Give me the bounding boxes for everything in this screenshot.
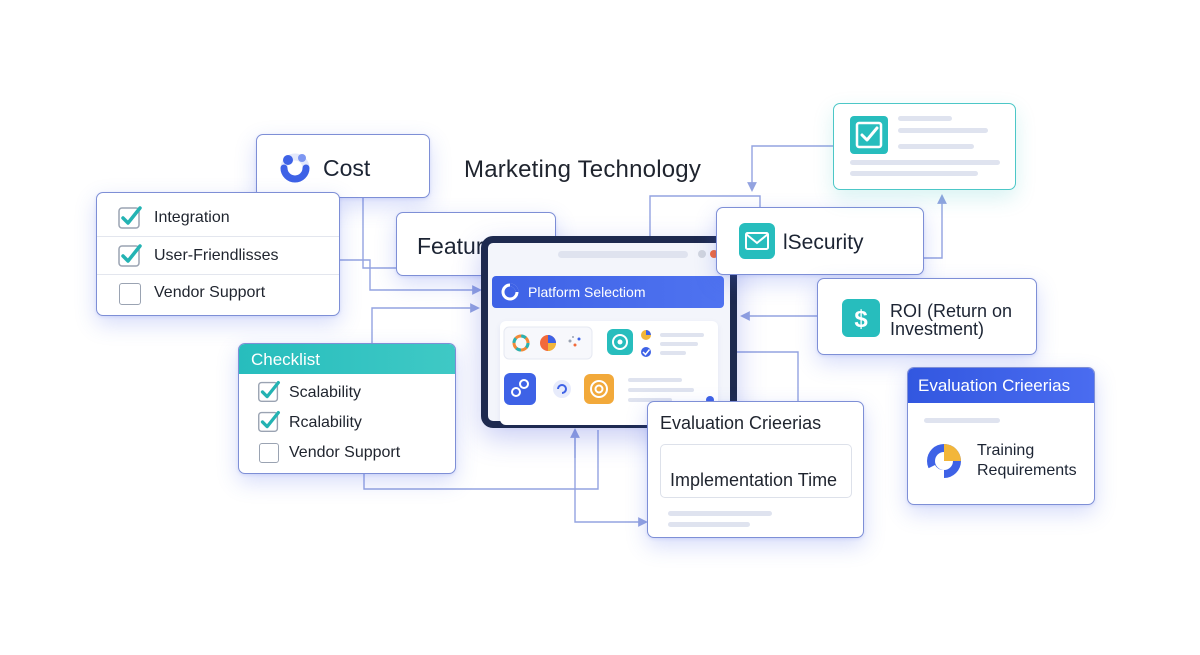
connector-laptop-eval-right [737,351,799,401]
pie-chart-icon [927,444,961,479]
platform-selection-bar[interactable]: Platform Selectiom [492,276,724,308]
criteria-item-user-friendliness[interactable]: User-Friendlisses [97,237,339,275]
refresh-icon [553,380,571,398]
checklist-item-scalability[interactable]: Scalability [239,379,455,409]
criteria-list-card: Integration User-Friendlisses Vendor Sup… [96,192,340,316]
placeholder-line [668,522,750,527]
doc-line [898,116,952,121]
implementation-time-label: Implementation Time [670,470,838,490]
connector-checklist-platform [371,303,480,343]
badge-tile-icon [584,374,614,404]
dollar-icon: $ [842,299,880,337]
doc-line [898,144,974,149]
sparkle-icon [568,336,581,347]
roi-label-line1: ROI (Return on [890,301,1013,321]
criteria-item-integration[interactable]: Integration [97,199,339,237]
checkbox-icon [850,116,888,154]
evaluation-criteria-card: Evaluation Crieerias Implementation Time [647,401,864,538]
connector-doc-security [747,145,833,192]
check-icon [258,410,280,432]
checklist-item-label: Scalability [289,384,362,401]
email-icon [739,223,775,259]
doc-line [850,160,1000,165]
connector-security-doc [924,194,947,259]
checklist-card: Checklist Scalability Rcalability Vendor… [238,343,456,474]
doc-line [850,171,978,176]
app-tiles [503,326,714,405]
security-label: lSecurity [783,231,864,254]
check-icon [118,244,142,267]
checklist-item-label: Rcalability [289,414,362,431]
cost-card: Cost [256,134,430,198]
evaluation-criteria-card-right: Evaluation Crieerias Training Requiremen… [907,367,1095,505]
security-card: lSecurity [716,207,924,275]
checklist-title: Checklist [251,350,320,369]
evaluation-criteria-title: Evaluation Crieerias [918,376,1071,395]
roi-card: $ ROI (Return on Investment) [817,278,1037,355]
check-icon [258,380,280,402]
connector-laptop-eval [574,430,648,527]
checklist-item-label: Vendor Support [289,444,401,461]
platform-selection-label: Platform Selectiom [528,284,646,300]
placeholder-line [924,418,1000,423]
cost-donut-icon [280,153,310,183]
criteria-item-label: Integration [154,209,230,226]
color-wheel-icon [540,335,556,351]
window-dot [710,250,718,258]
platform-ring-icon [501,283,519,301]
criteria-item-label: User-Friendlisses [154,247,279,264]
checklist-item-vendor-support[interactable]: Vendor Support [239,439,455,469]
evaluation-criteria-title: Evaluation Crieerias [660,413,822,433]
svg-text:$: $ [854,306,868,333]
cost-label: Cost [323,155,371,181]
placeholder-line [668,511,772,516]
implementation-time-field[interactable]: Implementation Time [660,444,852,498]
check-icon [118,206,142,229]
checkbox-empty-icon [259,443,279,463]
platform-laptop: Platform Selectiom [481,236,737,428]
mini-chart-icon [641,330,651,357]
checklist-item-rcalability[interactable]: Rcalability [239,409,455,439]
roi-label-line2: Investment) [890,319,985,339]
training-label-line1: Training [977,442,1035,459]
training-label-line2: Requirements [977,462,1077,479]
criteria-item-vendor-support[interactable]: Vendor Support [97,274,339,312]
window-dot [698,250,706,258]
document-card [833,103,1016,190]
address-bar [558,251,688,258]
checkbox-empty-icon [119,283,141,305]
checklist-header: Checklist [239,344,455,374]
evaluation-criteria-header: Evaluation Crieerias [908,368,1094,403]
diagram-title: Marketing Technology [464,156,702,183]
lifebuoy-icon [512,334,530,352]
criteria-item-label: Vendor Support [154,284,266,301]
doc-line [898,128,988,133]
